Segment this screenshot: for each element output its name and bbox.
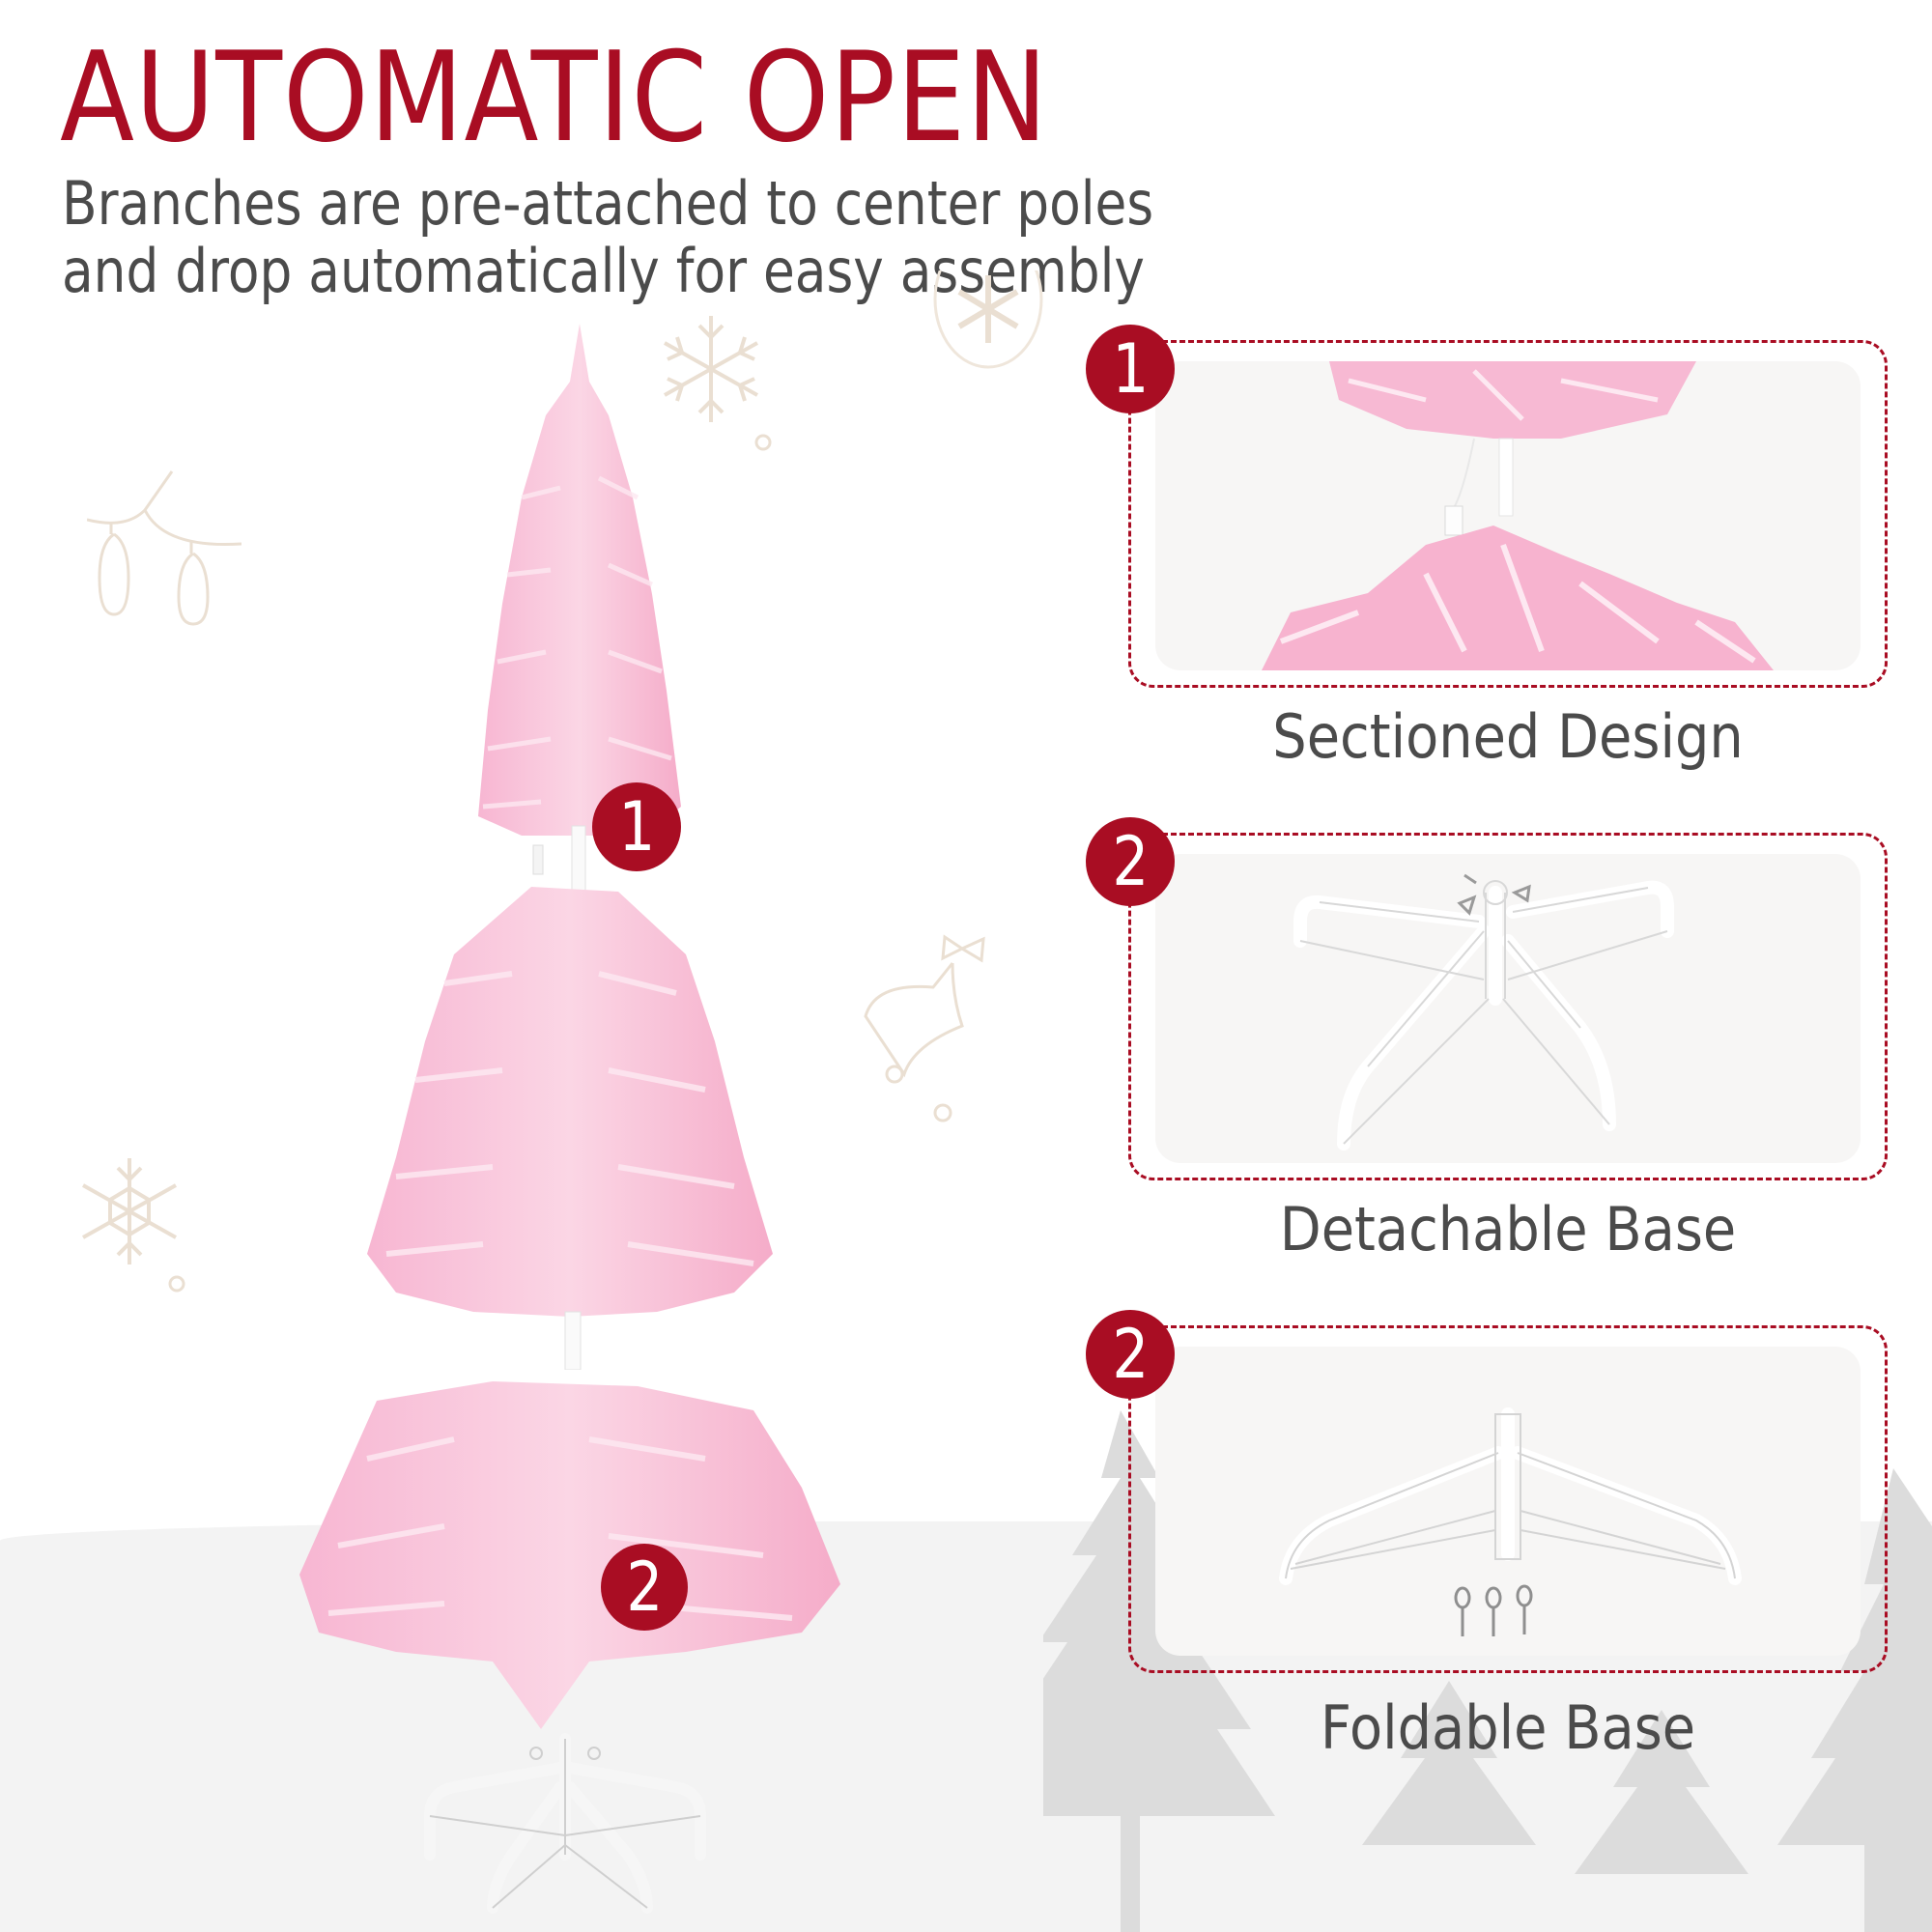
feature-caption-detachable-base: Detachable Base — [1279, 1194, 1737, 1264]
feature-badge-2: 2 — [1086, 817, 1175, 906]
tree-top-section — [478, 324, 681, 894]
callout-badge-2: 2 — [601, 1544, 688, 1631]
tree-product-image: 1 2 — [299, 324, 840, 1914]
snowflake-icon — [664, 316, 758, 422]
feature-badge-1: 1 — [1086, 325, 1175, 413]
tree-middle-section — [367, 887, 773, 1370]
tree-bottom-section — [299, 1381, 840, 1729]
feature-caption-foldable-base: Foldable Base — [1320, 1692, 1696, 1763]
feature-caption-sectioned-design: Sectioned Design — [1272, 701, 1744, 772]
small-circle-icon — [933, 1103, 952, 1122]
snowflake-icon — [82, 1158, 177, 1264]
feature-card-detachable-base: 2 Detachable Base — [1086, 817, 1888, 1277]
dashed-frame — [1128, 833, 1888, 1180]
page-title: AUTOMATIC OPEN — [60, 26, 1049, 170]
subtitle-line-1: Branches are pre-attached to center pole… — [62, 168, 1154, 239]
feature-image-foldable-base — [1155, 1347, 1861, 1656]
bell-icon — [864, 934, 985, 1084]
callout-badge-1: 1 — [592, 782, 681, 871]
feature-image-detachable-base — [1155, 854, 1861, 1163]
small-circle-icon — [754, 434, 772, 451]
small-circle-icon — [168, 1275, 185, 1293]
feature-image-sectioned-design — [1155, 361, 1861, 670]
feature-card-foldable-base: 2 Foldable Base — [1086, 1310, 1888, 1770]
dashed-frame — [1128, 1325, 1888, 1673]
feature-card-sectioned-design: 1 Sectioned Design — [1086, 325, 1888, 784]
feature-badge-3: 2 — [1086, 1310, 1175, 1399]
tree-stand — [424, 1733, 706, 1914]
ornament-snowflake-icon — [933, 270, 1043, 369]
string-lights-icon — [87, 470, 242, 626]
dashed-frame — [1128, 340, 1888, 688]
